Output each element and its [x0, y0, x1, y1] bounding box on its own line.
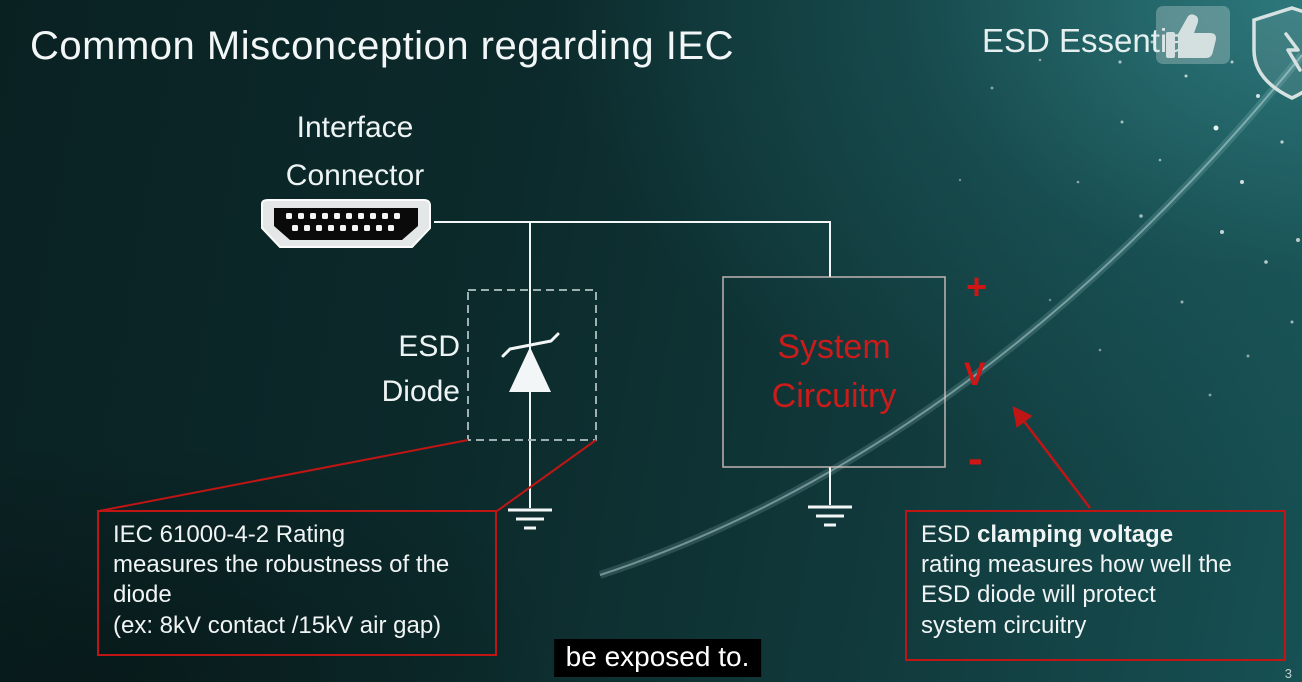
- clamping-voltage-line3: ESD diode will protect: [921, 581, 1156, 609]
- voltage-plus-marker: +: [966, 266, 988, 307]
- voltage-minus-marker: -: [968, 434, 983, 483]
- thumbs-up-icon[interactable]: [1154, 4, 1232, 66]
- page-number: 3: [1284, 666, 1292, 681]
- connector-label-line2: Connector: [285, 159, 425, 192]
- clamping-voltage-line2: rating measures how well the: [921, 551, 1232, 579]
- voltage-v-marker: V: [964, 356, 986, 392]
- subtitle-caption: be exposed to.: [553, 639, 762, 677]
- iec-rating-callout: IEC 61000-4-2 Rating measures the robust…: [97, 510, 497, 656]
- esd-diode-label-line2: Diode: [381, 375, 460, 408]
- clamping-voltage-line4: system circuitry: [921, 611, 1087, 639]
- clamping-voltage-line1-prefix: ESD: [921, 521, 978, 548]
- esd-diode-label-line1: ESD: [398, 330, 460, 363]
- system-circuitry-label-line1: System: [777, 327, 891, 366]
- iec-rating-line2: measures the robustness of the: [113, 551, 450, 579]
- shield-logo-icon: [1238, 4, 1302, 104]
- system-circuitry-label-line2: Circuitry: [771, 377, 897, 415]
- sparkles: [958, 40, 1300, 397]
- clamping-voltage-callout: ESD clamping voltage rating measures how…: [905, 510, 1286, 661]
- clamping-voltage-line1: ESD clamping voltage: [921, 520, 1270, 550]
- connector-label: Interface Connector: [252, 104, 458, 200]
- iec-rating-line1: IEC 61000-4-2 Rating: [113, 521, 346, 548]
- clamping-voltage-line1-bold: clamping voltage: [977, 521, 1174, 548]
- iec-rating-line3: diode: [113, 581, 172, 609]
- connector-label-line1: Interface: [296, 111, 414, 144]
- slide-title: Common Misconception regarding IEC: [30, 24, 734, 68]
- esd-diode-label: ESD Diode: [335, 324, 460, 414]
- system-circuitry-label: System Circuitry: [723, 277, 945, 467]
- iec-rating-line4: (ex: 8kV contact /15kV air gap): [113, 611, 442, 639]
